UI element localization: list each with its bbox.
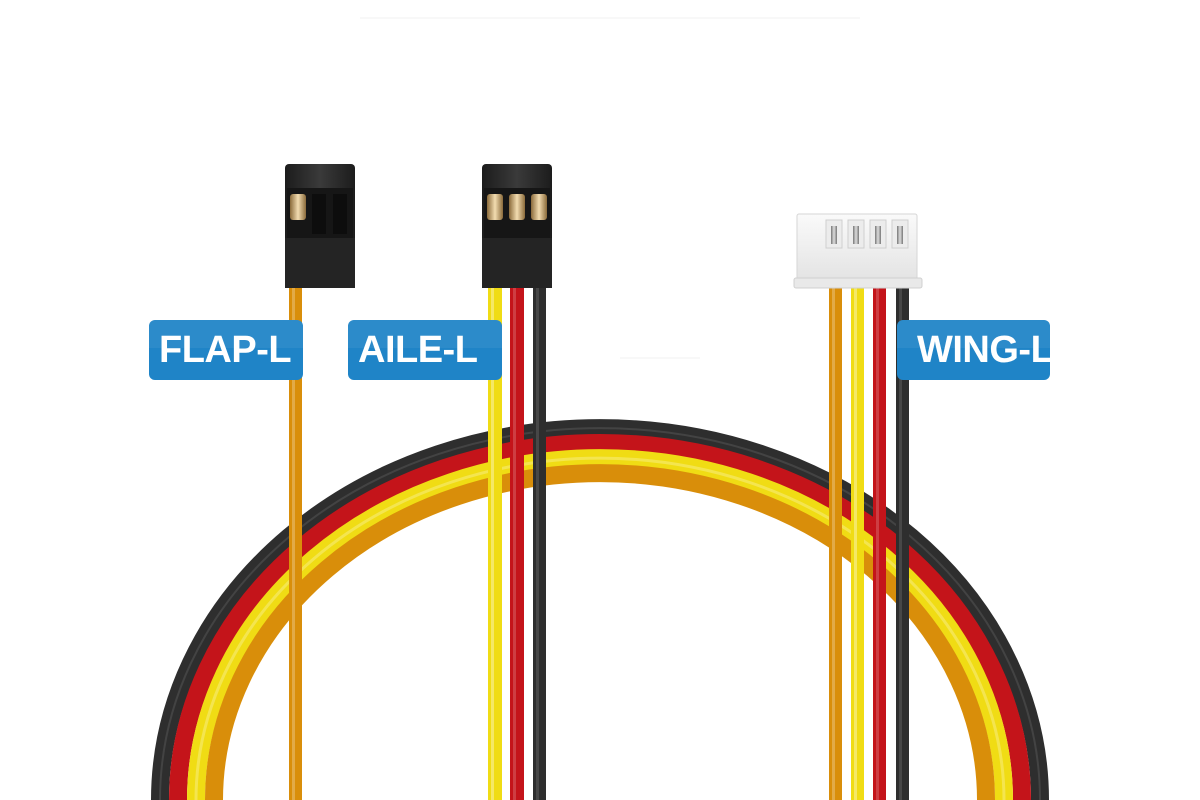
flap-connector-icon [285,164,355,288]
wing-connector-icon [793,213,923,289]
aile-label-tag: AILE-L [348,320,502,380]
aile-connector-icon [482,164,552,288]
aile-label: AILE-L [358,329,478,371]
cable-arc-bundle [151,419,1049,800]
wing-label-tag: WING-L [897,320,1054,380]
flap-label-tag: FLAP-L [149,320,303,380]
wing-wires [829,286,909,800]
flap-label: FLAP-L [159,329,292,371]
flap-wire [289,282,302,800]
wing-label: WING-L [917,329,1054,371]
aile-wires [488,282,546,800]
